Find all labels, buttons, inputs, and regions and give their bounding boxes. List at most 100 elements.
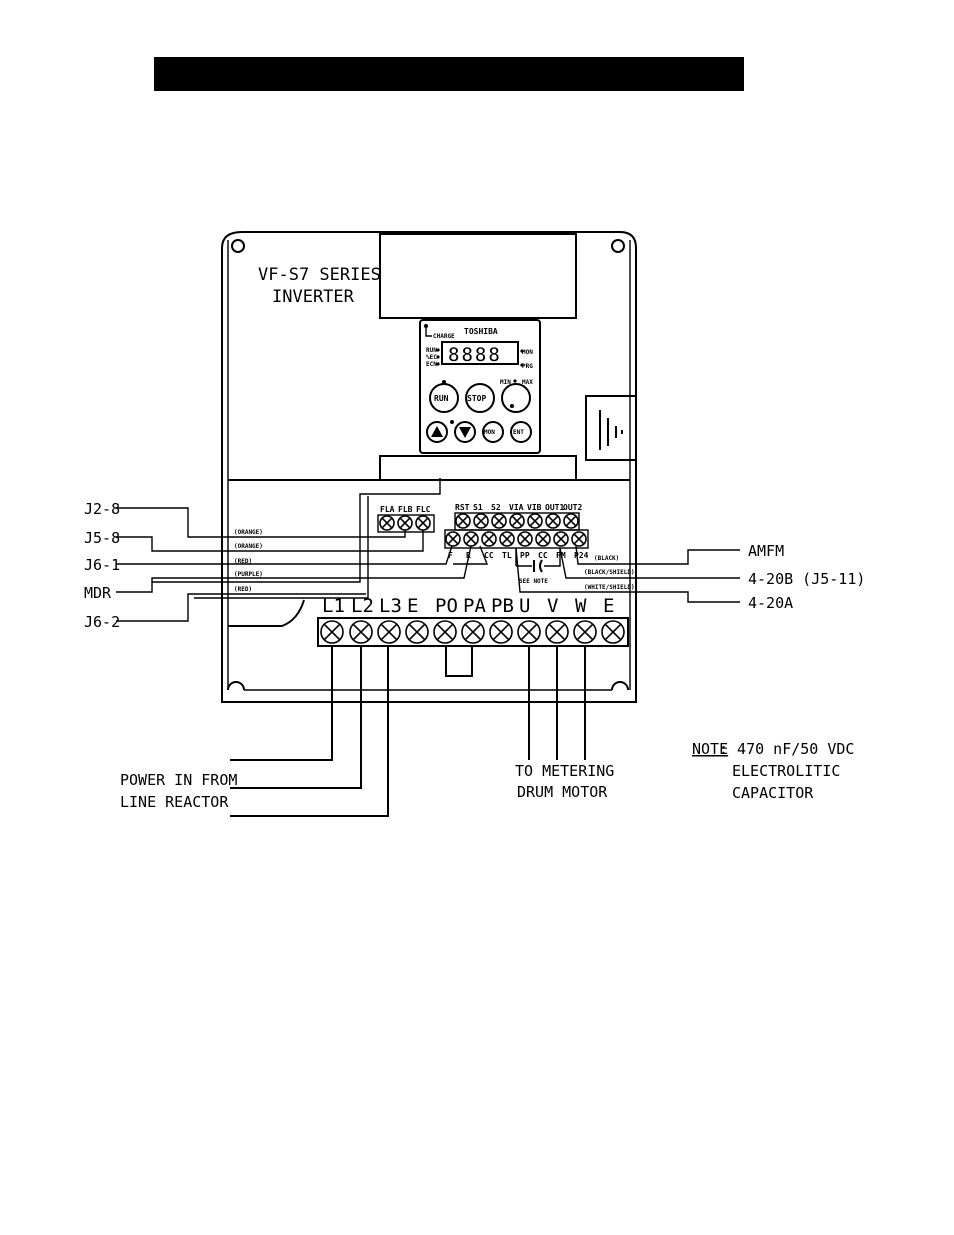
mount-hole-icon: [231, 239, 245, 253]
control-screw-upper: [491, 513, 507, 529]
power-terminal-screw: [320, 620, 344, 644]
mount-hole-icon: [611, 239, 625, 253]
note-value: : 470 nF/50 VDC: [719, 740, 854, 758]
power-terminal-screw: [377, 620, 401, 644]
power-terminal-screw: [461, 620, 485, 644]
control-terminal-label-upper: OUT1: [545, 503, 564, 512]
control-terminal-label-lower: CC: [538, 551, 548, 560]
power-terminal-label: E: [407, 595, 418, 617]
led-label-ecn: ECN: [426, 361, 437, 368]
power-terminal-label: L2: [351, 595, 374, 617]
power-terminal-screw: [433, 620, 457, 644]
up-button[interactable]: [426, 421, 448, 443]
run-button-label: RUN: [434, 394, 449, 403]
left-connection-label: MDR: [84, 584, 112, 602]
control-terminal-label-upper: VIA: [509, 503, 524, 512]
power-terminal-label: PO: [435, 595, 458, 617]
ent-button-label: ENT: [513, 429, 524, 436]
control-screw-upper: [509, 513, 525, 529]
relay-label-flc: FLC: [416, 505, 431, 514]
control-screw-lower: [553, 531, 569, 547]
power-terminal-screw: [489, 620, 513, 644]
charge-label: CHARGE: [433, 333, 455, 340]
run-button[interactable]: RUN: [429, 380, 459, 413]
brand-label: TOSHIBA: [464, 327, 498, 336]
left-wire-color: (ORANGE): [234, 529, 263, 536]
control-terminal-label-upper: RST: [455, 503, 470, 512]
keypad-slot: [379, 455, 577, 481]
note-title: NOTE: [692, 740, 728, 758]
note-line3: CAPACITOR: [732, 784, 814, 802]
control-terminal-label-lower: CC: [484, 551, 494, 560]
relay-label-flb: FLB: [398, 505, 413, 514]
series-title: VF-S7 SERIES: [258, 265, 381, 285]
control-terminal-label-lower: P24: [574, 551, 589, 560]
control-screw-upper: [563, 513, 579, 529]
power-terminal-label: W: [575, 595, 587, 617]
right-connection-label: 4-20A: [748, 594, 793, 612]
control-terminal-label-upper: VIB: [527, 503, 542, 512]
control-screw-lower: [517, 531, 533, 547]
motor-line2: DRUM MOTOR: [517, 783, 608, 801]
control-terminal-label-lower: F: [448, 551, 453, 560]
control-screw-lower: [463, 531, 479, 547]
seven-seg-display: [441, 341, 519, 365]
control-screw-lower: [481, 531, 497, 547]
left-connection-label: J6-1: [84, 556, 120, 574]
knob-max-label: MAX: [522, 379, 533, 386]
led-label-pct: %EC: [426, 354, 437, 361]
led-label-run: RUN: [426, 347, 437, 354]
ent-button[interactable]: ENT: [510, 421, 532, 443]
keypad-panel: [419, 319, 541, 454]
power-terminal-label: L3: [379, 595, 402, 617]
top-cover: [379, 233, 577, 319]
relay-screw-2: [415, 515, 431, 531]
stop-button[interactable]: STOP: [465, 383, 495, 413]
power-in-line2: LINE REACTOR: [120, 793, 229, 811]
power-terminal-screw: [545, 620, 569, 644]
up-arrow-icon: [426, 421, 448, 443]
mon-button[interactable]: MON: [482, 421, 504, 443]
power-terminal-screw: [405, 620, 429, 644]
left-wire-color: (RED): [234, 558, 252, 565]
control-terminal-label-upper: S2: [491, 503, 501, 512]
series-subtitle: INVERTER: [272, 287, 355, 307]
speed-knob[interactable]: MIN MAX: [500, 379, 533, 413]
down-arrow-icon: [454, 421, 476, 443]
down-button[interactable]: [450, 420, 476, 443]
display-digits: 8888: [448, 344, 502, 366]
stop-button-label: STOP: [467, 394, 486, 403]
control-screw-upper: [545, 513, 561, 529]
right-wire-color: (WHITE/SHIELD): [584, 584, 635, 591]
see-note-label: SEE NOTE: [519, 578, 548, 585]
right-connection-label: 4-20B (J5-11): [748, 570, 865, 588]
right-wire-color: (BLACK/SHIELD): [584, 569, 635, 576]
note-line2: ELECTROLITIC: [732, 762, 840, 780]
title-banner: [154, 57, 744, 91]
left-wire-color: (PURPLE): [234, 571, 263, 578]
left-connection-label: J6-2: [84, 613, 120, 631]
control-screw-upper: [527, 513, 543, 529]
mode-label-prg: PRG: [522, 363, 533, 370]
relay-terminal-block: [377, 514, 435, 533]
mode-label-mon: MON: [522, 349, 533, 356]
knob-min-label: MIN: [500, 379, 511, 386]
control-screw-lower: [571, 531, 587, 547]
power-terminal-screw: [601, 620, 625, 644]
left-wire-color: (RED): [234, 586, 252, 593]
power-terminal-label: PA: [463, 595, 486, 617]
control-screw-lower: [535, 531, 551, 547]
mon-button-label: MON: [484, 429, 495, 436]
control-screw-lower: [499, 531, 515, 547]
power-terminal-screw: [573, 620, 597, 644]
power-terminal-screw: [349, 620, 373, 644]
power-terminal-label: E: [603, 595, 614, 617]
power-terminal-label: L1: [322, 595, 345, 617]
relay-label-fla: FLA: [380, 505, 395, 514]
inverter-housing: [221, 231, 637, 703]
left-connection-label: J5-8: [84, 529, 120, 547]
power-terminal-screw: [517, 620, 541, 644]
right-wire-color: (BLACK): [594, 555, 619, 562]
control-terminal-label-lower: PP: [520, 551, 530, 560]
